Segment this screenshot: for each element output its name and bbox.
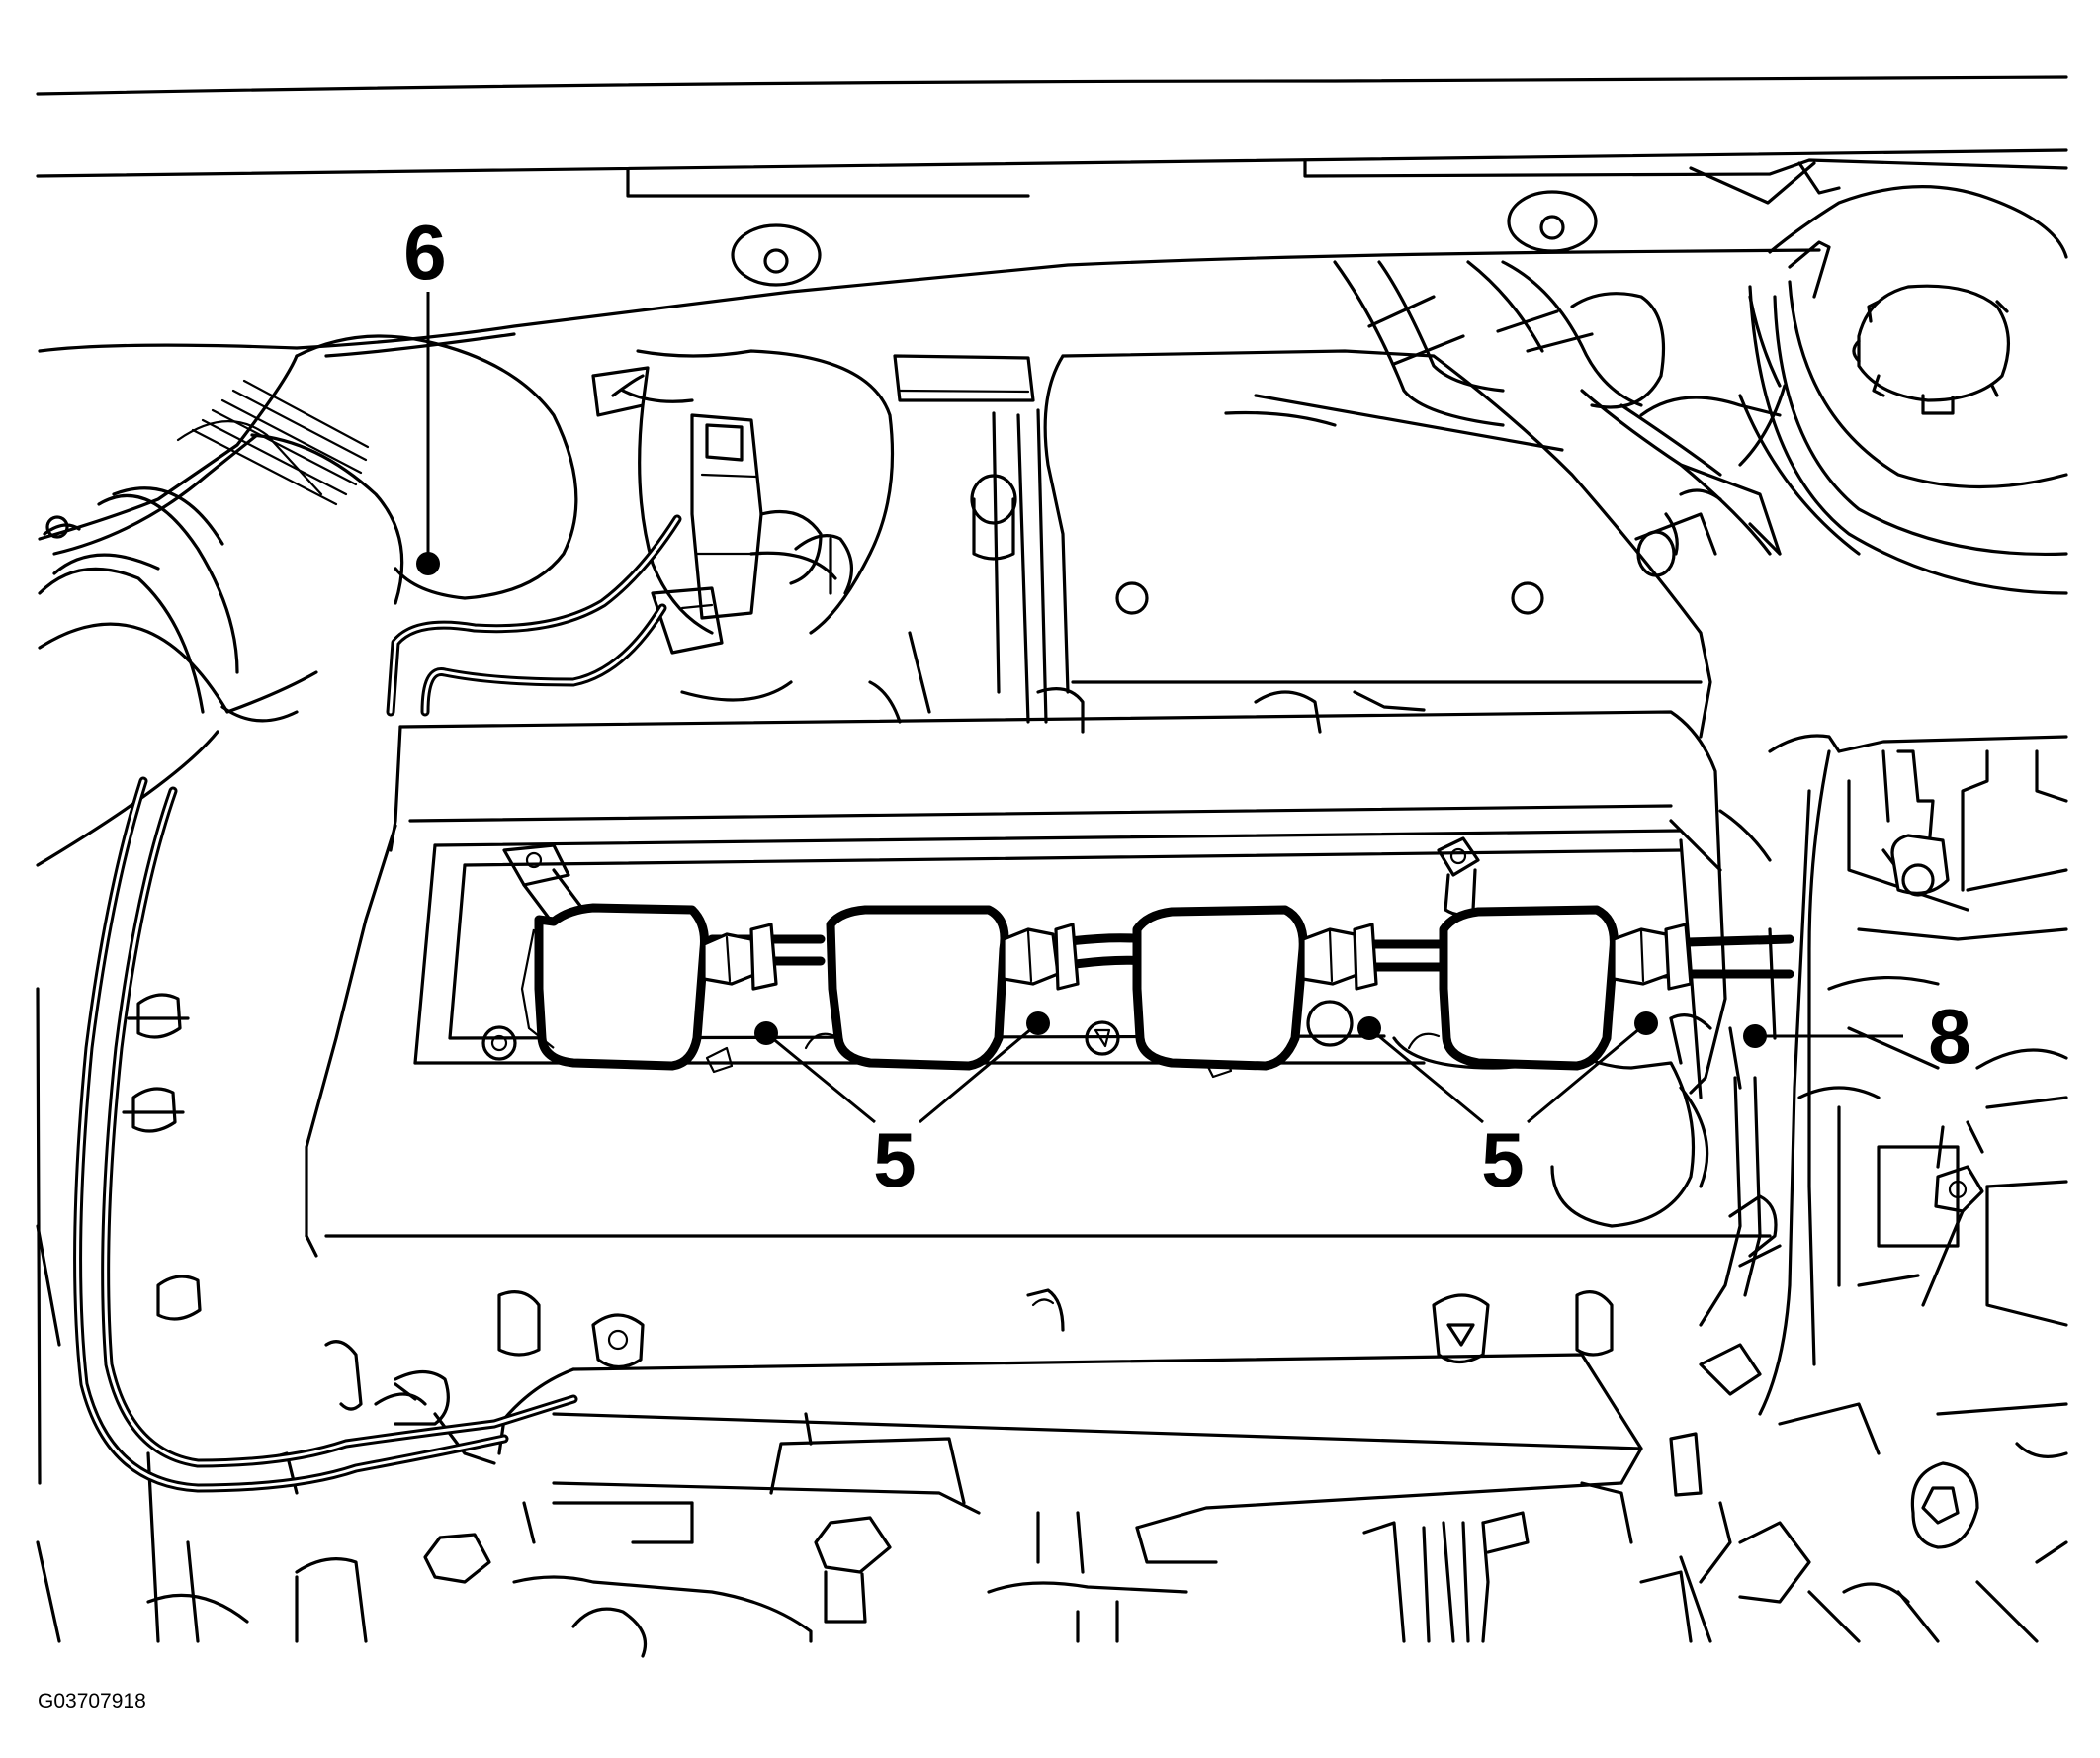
oil-filler-cap: [1550, 1013, 1742, 1228]
cowl-panel: [36, 75, 2068, 358]
right-side-components: [1550, 734, 2068, 1458]
coil-bolt: [705, 1046, 734, 1074]
ignition-coil-4: [1439, 905, 1693, 1071]
callout-8: 8: [1743, 993, 1971, 1080]
manifold-bolt: [814, 1516, 892, 1624]
svg-text:5: 5: [873, 1116, 916, 1203]
svg-text:6: 6: [403, 209, 446, 296]
ignition-coil-3: [1132, 905, 1378, 1071]
intake-sensor-connector: [591, 349, 895, 702]
callout-6: 6: [403, 209, 447, 575]
svg-text:5: 5: [1481, 1116, 1524, 1203]
manifold-bolt: [423, 1533, 491, 1584]
harness-clip: [156, 1275, 202, 1321]
lower-engine: [36, 1194, 2068, 1658]
coil-bolt: [1306, 1000, 1354, 1047]
figure-id: G03707918: [38, 1690, 146, 1713]
svg-text:8: 8: [1928, 993, 1970, 1080]
coil-bolt: [481, 1025, 517, 1061]
harness-clip: [127, 993, 190, 1039]
manifold-bolt: [1910, 1461, 1979, 1549]
ignition-coil-1: [520, 903, 778, 1071]
frame-line: [374, 1392, 427, 1406]
cowl-bolt-right: [1507, 190, 1598, 253]
ignition-harness: [73, 514, 682, 1493]
ignition-coil-2: [826, 905, 1080, 1071]
reservoir-cap: [1738, 185, 2068, 595]
coil-bolt: [1085, 1020, 1120, 1056]
harness-clip: [122, 1087, 185, 1133]
intake-plenum-cover: [868, 349, 1712, 739]
bracket-bolt: [1921, 1120, 1984, 1307]
coolant-hoses-upper-right: [1333, 260, 1787, 577]
frame-line: [36, 1224, 61, 1347]
frame-line: [36, 987, 42, 1485]
cowl-bolt-left: [731, 223, 822, 287]
callout-5-right: 5: [1357, 1011, 1658, 1203]
air-intake-hose: [36, 334, 578, 867]
callout-5-left: 5: [754, 1011, 1050, 1203]
